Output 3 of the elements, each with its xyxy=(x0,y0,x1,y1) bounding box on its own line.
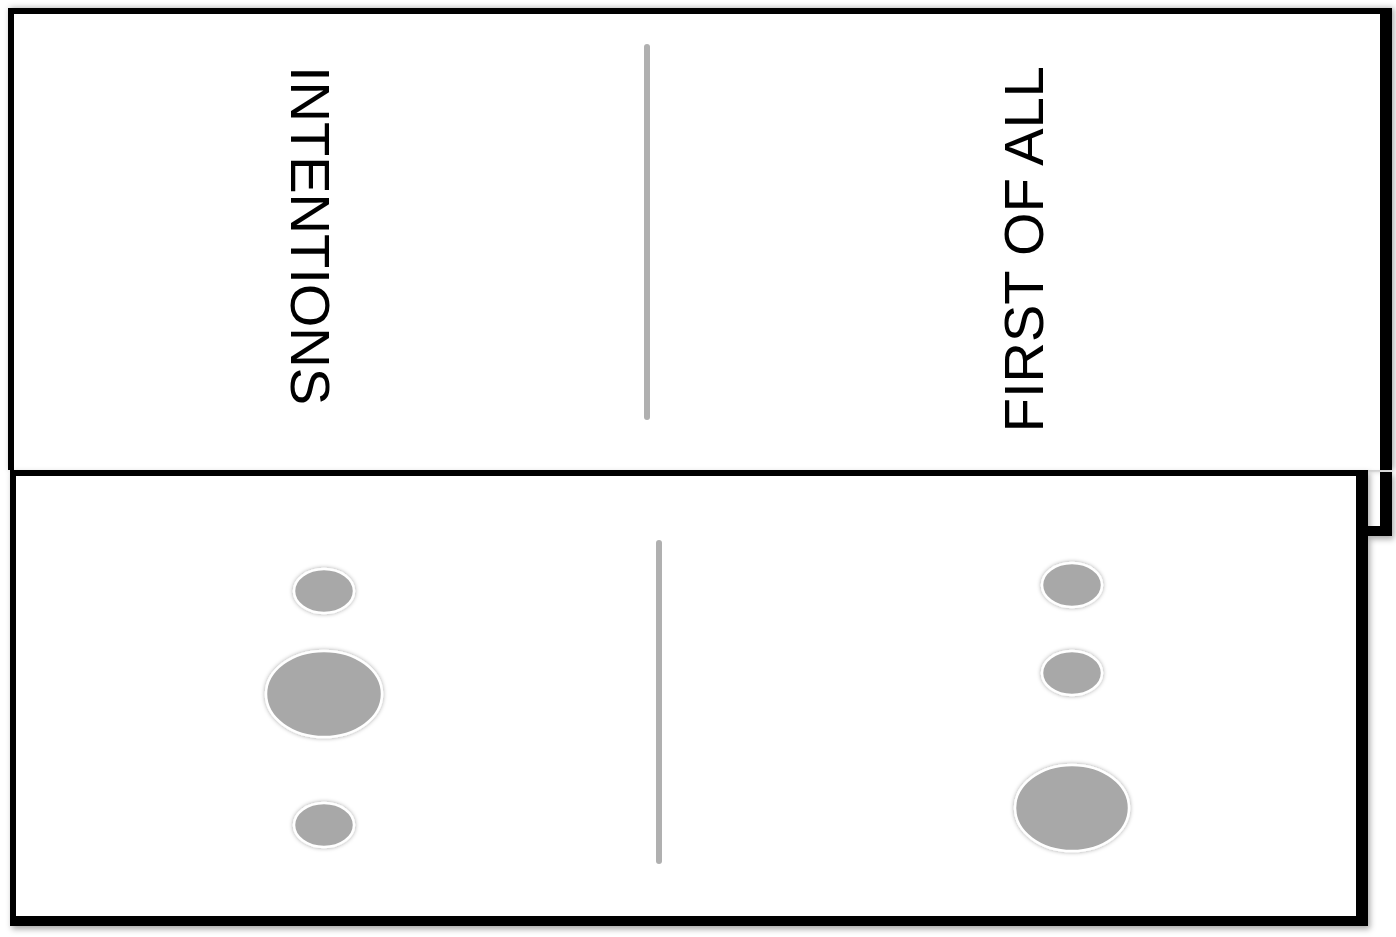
card xyxy=(8,8,1392,470)
vertical-heading: FIRST OF ALL xyxy=(996,66,1052,433)
vertical-heading: INTENTIONS xyxy=(282,66,338,406)
